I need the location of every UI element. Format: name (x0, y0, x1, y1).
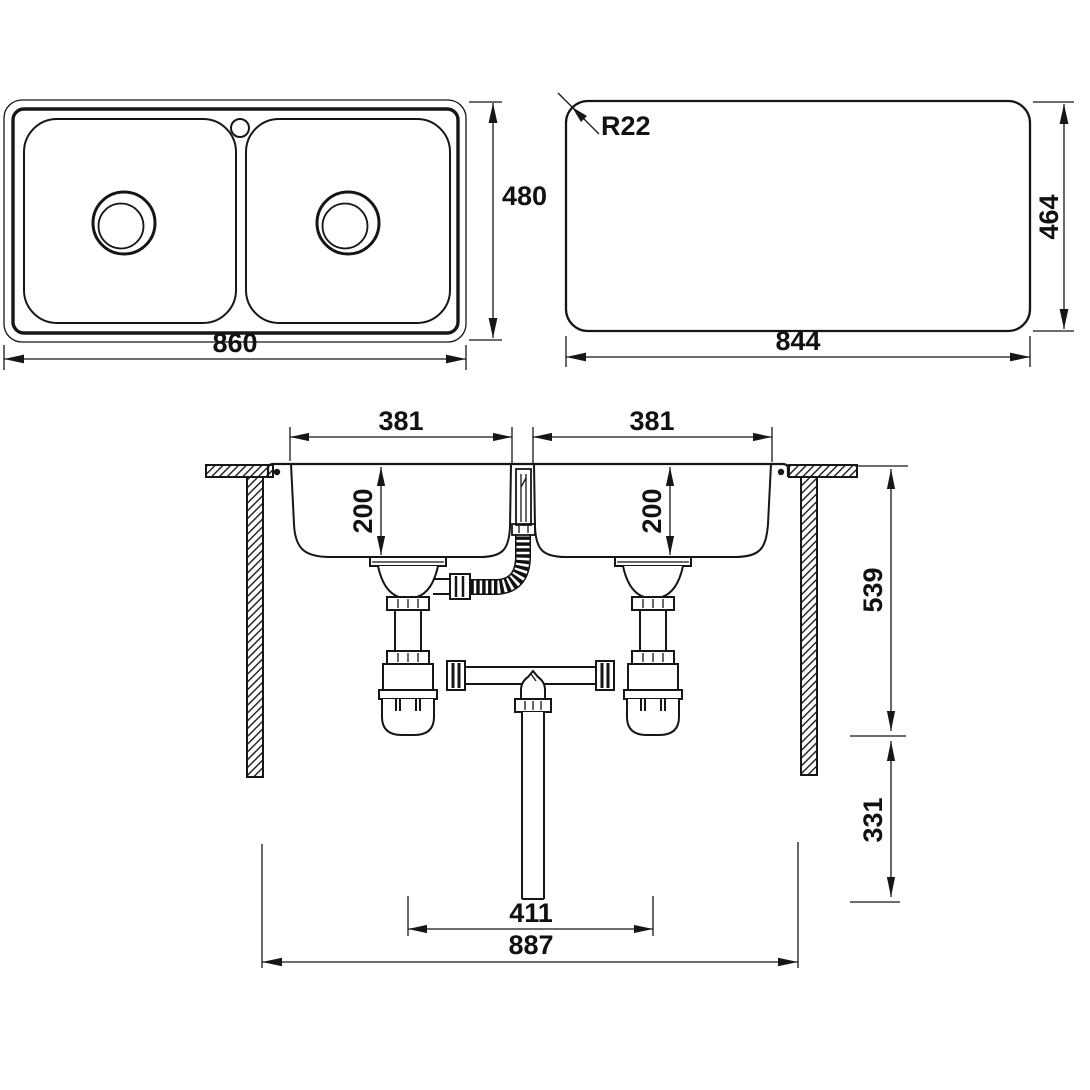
dimension-844: 844 (565, 326, 1031, 367)
dim-label-381-right: 381 (629, 406, 674, 436)
right-drain-inner (321, 202, 369, 250)
right-bowl-plan (245, 118, 451, 324)
dim-label-844: 844 (775, 326, 820, 356)
overflow-fitting (449, 573, 471, 600)
right-drain-assembly (595, 556, 692, 736)
cabinet-panel-right (800, 476, 818, 776)
dimension-539: 539 (850, 465, 908, 737)
dimension-887: 887 (261, 842, 799, 968)
left-trap-body (382, 663, 434, 691)
dim-label-200-left: 200 (348, 488, 378, 533)
dimension-331: 331 (850, 741, 900, 903)
dimension-200-right: 200 (637, 467, 675, 555)
sink-rim-section (266, 462, 790, 477)
dimension-381-right: 381 (532, 406, 773, 463)
dimension-411: 411 (407, 896, 654, 936)
dim-label-200-right: 200 (637, 488, 667, 533)
dim-label-331: 331 (858, 797, 888, 842)
sink-outer-edge (3, 99, 467, 343)
dimension-464: 464 (1033, 101, 1074, 332)
dim-label-464: 464 (1034, 194, 1064, 239)
left-drain-assembly (369, 556, 466, 736)
right-drain-plan (315, 190, 381, 256)
dim-label-411: 411 (509, 898, 553, 928)
dim-label-480: 480 (502, 181, 547, 211)
left-trap-cup (381, 699, 435, 736)
left-branch-nut (446, 660, 466, 691)
left-drain-plan (91, 190, 157, 256)
dim-label-381-left: 381 (378, 406, 423, 436)
dimension-200-left: 200 (348, 467, 386, 555)
left-drain-inner (97, 202, 145, 250)
overflow-hose (433, 534, 531, 600)
faucet-hole (230, 118, 250, 138)
tee-connector (514, 669, 552, 900)
sink-top-view (3, 99, 467, 343)
right-trap-ring (623, 689, 683, 700)
dimension-480: 480 (469, 101, 547, 341)
left-trap-ring (378, 689, 438, 700)
cabinet-panel-left (246, 476, 264, 778)
right-trap-cup (626, 699, 680, 736)
sink-rim (11, 107, 460, 335)
dimension-381-left: 381 (289, 406, 513, 463)
left-bowl-plan (23, 118, 237, 324)
countertop-right (788, 464, 858, 478)
dim-label-887: 887 (508, 930, 553, 960)
right-trap-body (627, 663, 679, 691)
dimension-r22: R22 (557, 92, 651, 141)
section-view (205, 462, 858, 900)
cutout-view (564, 99, 1032, 333)
countertop-left (205, 464, 274, 478)
right-branch-nut (595, 660, 615, 691)
overflow-standpipe (511, 468, 536, 536)
dim-label-r22: R22 (601, 111, 651, 141)
dim-label-539: 539 (858, 567, 888, 612)
dim-label-860: 860 (212, 328, 257, 358)
dimension-860: 860 (3, 328, 467, 370)
mounting-clip-left (273, 468, 281, 476)
mounting-clip-right (777, 468, 785, 476)
cutout-outline (564, 99, 1032, 333)
